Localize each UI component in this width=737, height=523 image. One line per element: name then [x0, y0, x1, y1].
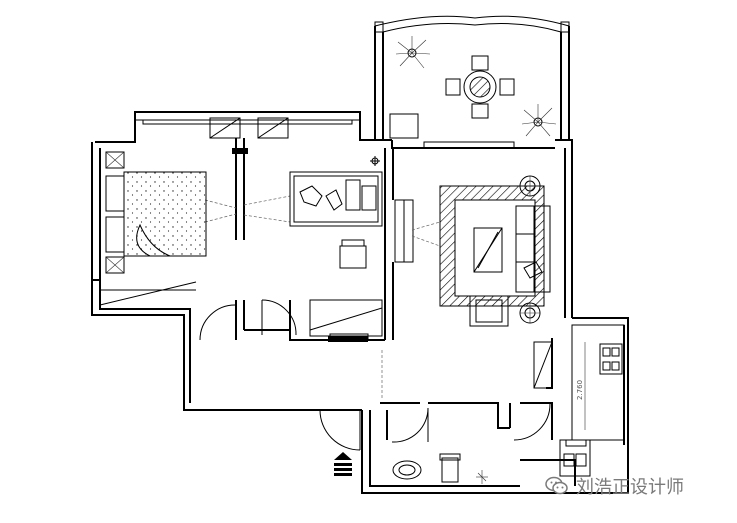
balcony-furniture [395, 36, 557, 137]
watermark: 刘浩正设计师 [544, 470, 684, 502]
washbasin [392, 460, 422, 480]
potted-plant [395, 36, 431, 69]
top-windows [134, 111, 515, 149]
swing-lines [204, 195, 441, 400]
round-table [463, 70, 497, 104]
doors [199, 199, 551, 451]
outer-walls [91, 111, 629, 494]
entrance-arrow-icon [334, 452, 352, 476]
master-bedroom [99, 151, 207, 306]
second-bedroom [289, 156, 383, 341]
living-room [439, 175, 553, 389]
potted-plant [521, 104, 557, 137]
wechat-icon [545, 476, 568, 495]
coffee-table [473, 227, 503, 273]
armchair [469, 295, 509, 327]
toilet [441, 457, 459, 483]
dimension-label: 2.760 [576, 380, 584, 400]
balcony [374, 15, 570, 140]
double-bed [123, 171, 207, 257]
desk [293, 175, 379, 223]
bathroom [392, 453, 488, 484]
watermark-text: 刘浩正设计师 [576, 477, 684, 498]
kitchen [559, 324, 625, 477]
